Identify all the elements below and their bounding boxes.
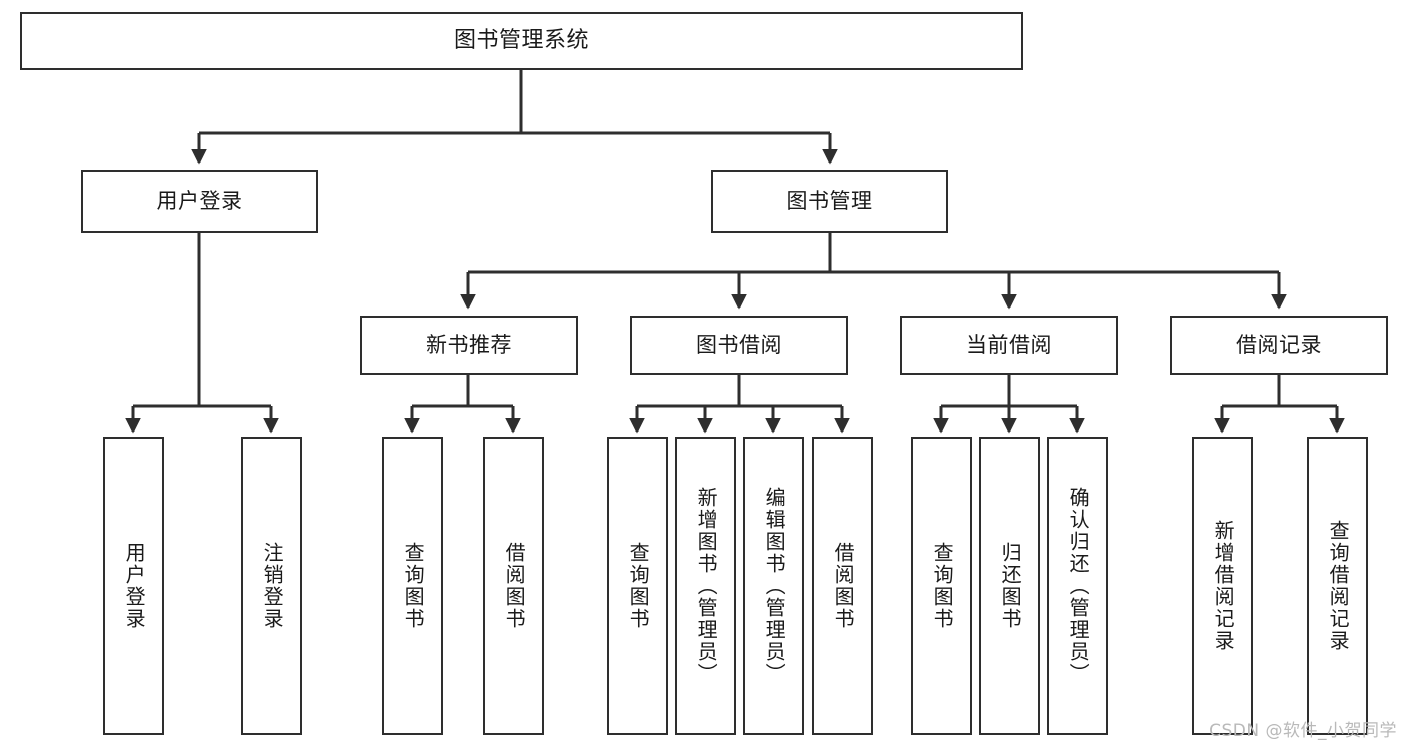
node-leaf-return-book[interactable]: 归还图书 — [979, 437, 1040, 735]
node-book-manage[interactable]: 图书管理 — [711, 170, 948, 233]
node-label: 用户登录 — [122, 542, 147, 630]
node-leaf-borrow-book-1[interactable]: 借阅图书 — [483, 437, 544, 735]
node-leaf-user-login[interactable]: 用户登录 — [103, 437, 164, 735]
node-label: 用户登录 — [156, 189, 243, 214]
node-label: 编辑图书（管理员） — [762, 487, 787, 685]
node-leaf-user-logout[interactable]: 注销登录 — [241, 437, 302, 735]
node-label: 图书管理 — [786, 189, 873, 214]
node-label: 查询图书 — [626, 542, 651, 630]
node-new-book-recommend[interactable]: 新书推荐 — [360, 316, 578, 375]
node-label: 当前借阅 — [966, 333, 1052, 358]
node-label: 查询图书 — [401, 542, 426, 630]
node-borrow-record[interactable]: 借阅记录 — [1170, 316, 1388, 375]
node-book-borrow[interactable]: 图书借阅 — [630, 316, 848, 375]
node-leaf-query-book-3[interactable]: 查询图书 — [911, 437, 972, 735]
node-label: 图书借阅 — [696, 333, 782, 358]
node-label: 借阅图书 — [502, 542, 527, 630]
node-label: 借阅图书 — [831, 542, 856, 630]
node-label: 确认归还（管理员） — [1066, 487, 1091, 685]
node-leaf-edit-book[interactable]: 编辑图书（管理员） — [743, 437, 804, 735]
node-leaf-add-book[interactable]: 新增图书（管理员） — [675, 437, 736, 735]
node-label: 借阅记录 — [1236, 333, 1322, 358]
node-label: 新增图书（管理员） — [694, 487, 719, 685]
node-leaf-add-record[interactable]: 新增借阅记录 — [1192, 437, 1253, 735]
node-leaf-query-book-2[interactable]: 查询图书 — [607, 437, 668, 735]
node-label: 查询图书 — [930, 542, 955, 630]
node-leaf-borrow-book-2[interactable]: 借阅图书 — [812, 437, 873, 735]
node-label: 图书管理系统 — [453, 28, 589, 54]
node-label: 查询借阅记录 — [1326, 520, 1351, 652]
node-label: 新书推荐 — [426, 333, 512, 358]
node-user-login[interactable]: 用户登录 — [81, 170, 318, 233]
node-label: 注销登录 — [260, 542, 285, 630]
node-leaf-confirm-return[interactable]: 确认归还（管理员） — [1047, 437, 1108, 735]
node-leaf-query-book-1[interactable]: 查询图书 — [382, 437, 443, 735]
node-label: 新增借阅记录 — [1211, 520, 1236, 652]
watermark-text: CSDN @软件_小贺同学 — [1209, 721, 1397, 741]
node-leaf-query-record[interactable]: 查询借阅记录 — [1307, 437, 1368, 735]
node-root-system[interactable]: 图书管理系统 — [20, 12, 1023, 70]
node-current-borrow[interactable]: 当前借阅 — [900, 316, 1118, 375]
node-label: 归还图书 — [998, 542, 1023, 630]
